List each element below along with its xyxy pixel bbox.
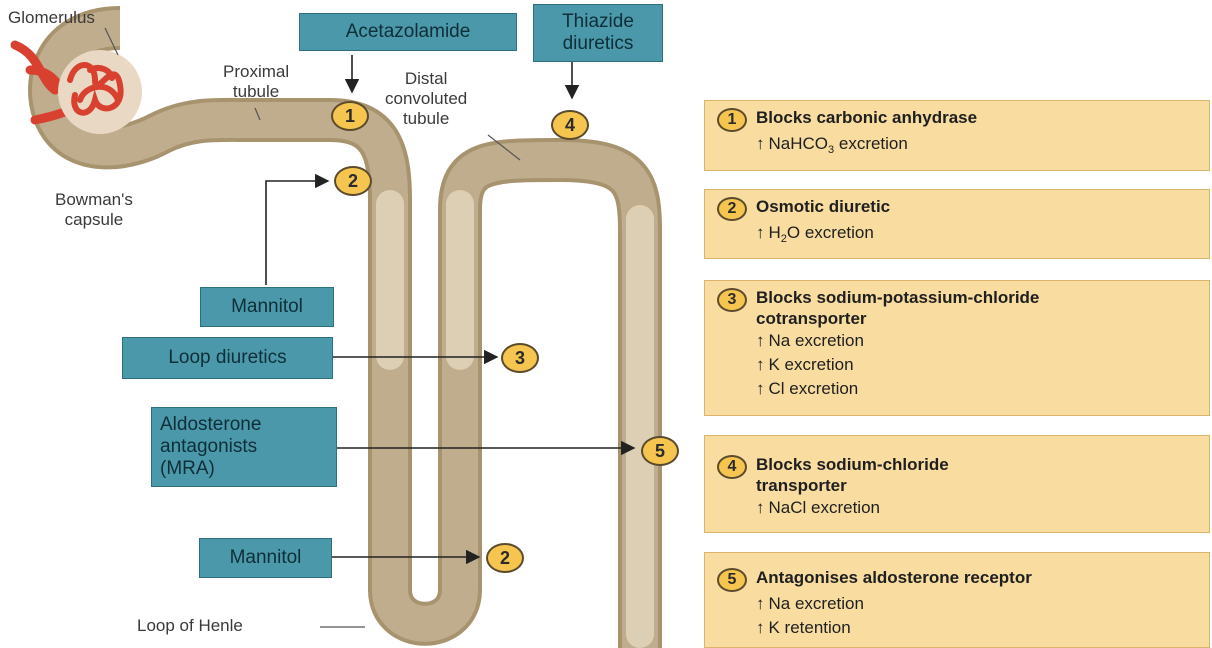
site-marker-4: 4 (551, 110, 589, 140)
thiazide-box: Thiazide diuretics (533, 4, 663, 62)
bowmans-capsule-label: Bowman's capsule (55, 190, 133, 230)
acetazolamide-box: Acetazolamide (299, 13, 517, 51)
info-title: Blocks sodium-potassium-chloride cotrans… (756, 287, 1039, 329)
up-arrow-icon: ↑ (756, 594, 765, 613)
up-arrow-icon: ↑ (756, 331, 765, 350)
loop-diuretics-box: Loop diuretics (122, 337, 333, 379)
distal-tubule-label: Distal convoluted tubule (385, 69, 467, 129)
info-effect-line: ↑H2O excretion (717, 221, 1199, 251)
proximal-tubule-label: Proximal tubule (223, 62, 289, 102)
info-effect-line: ↑Na excretion (717, 329, 1199, 353)
info-effect-line: ↑NaHCO3 excretion (717, 132, 1199, 162)
mannitol-bottom-box: Mannitol (199, 538, 332, 578)
info-title: Blocks carbonic anhydrase (756, 107, 977, 128)
aldosterone-box: Aldosterone antagonists (MRA) (151, 407, 337, 487)
info-box-5: 5 Antagonises aldosterone receptor ↑Na e… (704, 552, 1210, 648)
info-number-badge: 2 (717, 197, 747, 221)
up-arrow-icon: ↑ (756, 355, 765, 374)
info-box-2: 2 Osmotic diuretic ↑H2O excretion (704, 189, 1210, 259)
info-effect-line: ↑Cl excretion (717, 377, 1199, 401)
info-box-3: 3 Blocks sodium-potassium-chloride cotra… (704, 280, 1210, 416)
info-effect-line: ↑Na excretion (717, 592, 1199, 616)
mannitol-top-arrow (266, 181, 328, 285)
site-marker-2-bottom: 2 (486, 543, 524, 573)
site-marker-1: 1 (331, 101, 369, 131)
info-effect-line: ↑K excretion (717, 353, 1199, 377)
site-marker-3: 3 (501, 343, 539, 373)
up-arrow-icon: ↑ (756, 498, 765, 517)
info-effect-line: ↑K retention (717, 616, 1199, 640)
mannitol-top-box: Mannitol (200, 287, 334, 327)
info-box-4: 4 Blocks sodium-chloride transporter ↑Na… (704, 435, 1210, 533)
info-number-badge: 1 (717, 108, 747, 132)
info-number-badge: 5 (717, 568, 747, 592)
info-box-1: 1 Blocks carbonic anhydrase ↑NaHCO3 excr… (704, 100, 1210, 171)
up-arrow-icon: ↑ (756, 223, 765, 242)
info-effect-line: ↑NaCl excretion (717, 496, 1199, 520)
info-title: Antagonises aldosterone receptor (756, 567, 1032, 588)
up-arrow-icon: ↑ (756, 618, 765, 637)
info-title: Osmotic diuretic (756, 196, 890, 217)
up-arrow-icon: ↑ (756, 379, 765, 398)
glomerulus-label: Glomerulus (8, 8, 95, 28)
info-number-badge: 3 (717, 288, 747, 312)
site-marker-5: 5 (641, 436, 679, 466)
loop-of-henle-label: Loop of Henle (137, 616, 243, 636)
site-marker-2-top: 2 (334, 166, 372, 196)
up-arrow-icon: ↑ (756, 134, 765, 153)
info-number-badge: 4 (717, 455, 747, 479)
info-title: Blocks sodium-chloride transporter (756, 454, 949, 496)
